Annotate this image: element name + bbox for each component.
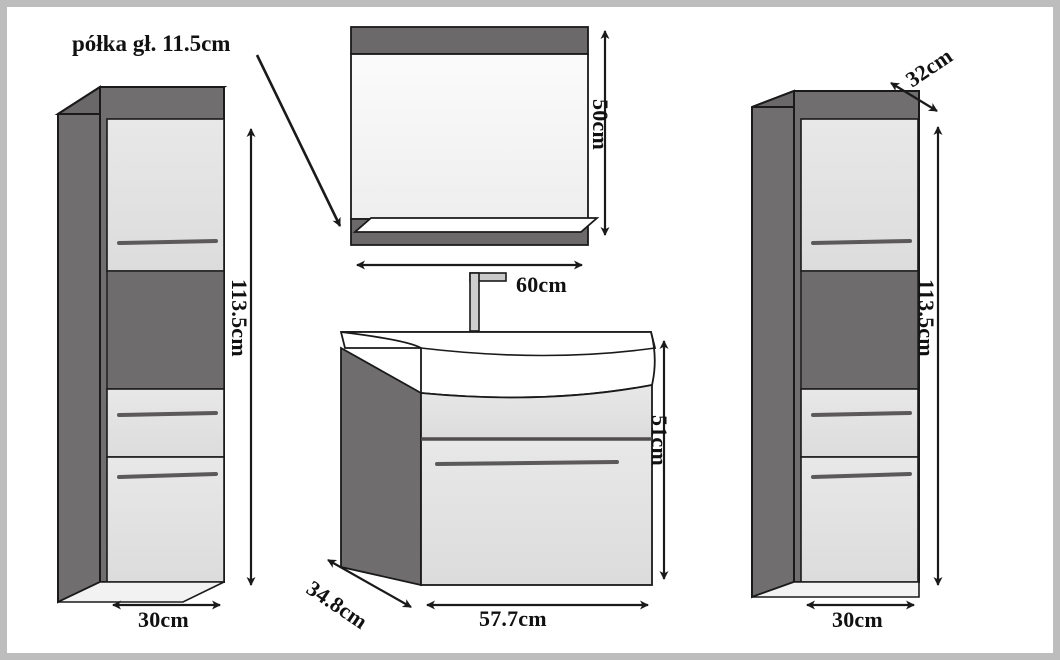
shelf-note-leader-arrow: [255, 54, 342, 227]
left-cabinet-drawer-1: [106, 388, 225, 458]
right-cabinet-upper-door: [800, 118, 919, 272]
handle-icon: [117, 239, 218, 245]
vanity-unit: [339, 272, 657, 587]
mirror-glass: [350, 53, 589, 220]
right-cabinet-drawer-1: [800, 388, 919, 458]
diagram-canvas: półka gł. 11.5cm 113.5cm 30cm 50cm 60cm …: [7, 7, 1053, 653]
mirror: [350, 26, 600, 246]
left-cabinet-open-shelf: [106, 270, 225, 390]
handle-icon: [435, 460, 619, 466]
vanity-width-label: 57.7cm: [479, 606, 547, 631]
handle-icon: [117, 472, 218, 479]
right-cabinet-open-shelf: [800, 270, 919, 390]
mirror-top-band: [350, 26, 589, 55]
handle-icon: [811, 239, 912, 245]
left-cabinet-height-label: 113.5cm: [227, 279, 252, 357]
vanity-drawer-upper: [420, 383, 653, 440]
right-cabinet-height-label: 113.5cm: [914, 279, 939, 357]
mirror-height-label: 50cm: [588, 99, 613, 150]
right-cabinet: [751, 89, 920, 599]
handle-icon: [811, 411, 912, 417]
vanity-height-label: 51cm: [647, 415, 672, 466]
handle-icon: [811, 472, 912, 479]
mirror-shelf-top: [352, 217, 600, 233]
left-cabinet-upper-door: [106, 118, 225, 272]
left-cabinet-width-label: 30cm: [138, 607, 189, 632]
vanity-side-panel: [340, 346, 422, 587]
mirror-width-label: 60cm: [516, 272, 567, 297]
right-cabinet-width-label: 30cm: [832, 607, 883, 632]
handle-icon: [117, 411, 218, 417]
shelf-depth-note: półka gł. 11.5cm: [72, 31, 231, 56]
left-cabinet: [54, 85, 228, 604]
vanity-depth-dimension: [327, 559, 412, 608]
right-cabinet-depth-dimension: [890, 82, 938, 112]
faucet-icon: [469, 272, 507, 332]
furniture-dimension-drawing: [54, 26, 943, 610]
